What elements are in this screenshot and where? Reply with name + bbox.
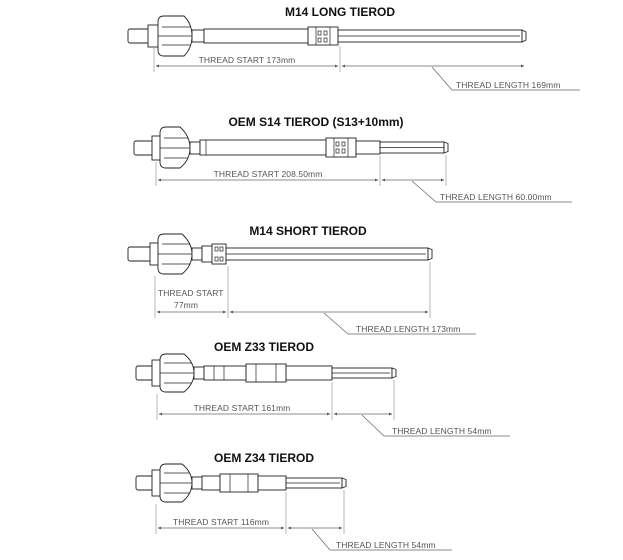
- thread-length-leader: [431, 66, 580, 91]
- wrench-flats: [307, 26, 339, 46]
- tierod-oem-z33: OEM Z33 TIEROD THREAD START 161mm: [135, 340, 510, 437]
- thread-length-leader: [311, 528, 452, 551]
- inner-shaft: [201, 475, 221, 491]
- thread-length-label: THREAD LENGTH 169mm: [456, 80, 560, 90]
- shaft-tip: [443, 141, 449, 154]
- thread-length-leader: [361, 414, 510, 437]
- thread-length-label: THREAD LENGTH 54mm: [392, 426, 492, 436]
- tierod-title: OEM Z34 TIEROD: [214, 451, 314, 465]
- outer-shaft: [285, 365, 333, 381]
- neck: [191, 476, 203, 490]
- shaft-tip: [521, 29, 527, 43]
- outer-shaft: [355, 140, 381, 155]
- neck: [189, 141, 201, 155]
- thread-start-label: THREAD START 173mm: [199, 55, 296, 65]
- wrench-flats: [219, 473, 259, 493]
- neck: [193, 366, 205, 380]
- tierod-drawing: [135, 353, 397, 393]
- neck: [191, 29, 205, 43]
- wrench-flats: [245, 363, 287, 383]
- thread-length-leader: [323, 312, 476, 335]
- inner-shaft: [203, 28, 309, 44]
- thread-length-label: THREAD LENGTH 54mm: [336, 540, 436, 550]
- inner-shaft: [203, 365, 247, 381]
- thread-start-label: THREAD START 208.50mm: [214, 169, 323, 179]
- thread-start-label-line1: THREAD START: [158, 288, 224, 298]
- collar: [201, 245, 213, 263]
- shaft-tip: [427, 247, 433, 261]
- tierod-drawing: [127, 233, 433, 275]
- tierod-drawing: [135, 463, 347, 503]
- thread-start-label: THREAD START 161mm: [194, 403, 291, 413]
- tierod-title: OEM Z33 TIEROD: [214, 340, 314, 354]
- shaft-tip: [341, 477, 347, 489]
- thread-start-label: THREAD START 116mm: [173, 517, 269, 527]
- thread-length-leader: [411, 180, 572, 203]
- tierod-oem-s14: OEM S14 TIEROD (S13+10mm): [133, 115, 572, 203]
- ball-joint-housing: [159, 126, 191, 169]
- thread-start-label-line2: 77mm: [174, 300, 198, 310]
- tierod-m14-long: M14 LONG TIEROD: [127, 5, 580, 91]
- tierod-oem-z34: OEM Z34 TIEROD THREAD START 116mm THREAD…: [135, 451, 452, 551]
- tierod-m14-short: M14 SHORT TIEROD THREAD START 77mm T: [127, 224, 476, 335]
- tierod-title: OEM S14 TIEROD (S13+10mm): [228, 115, 403, 129]
- tierod-drawing: [127, 15, 527, 57]
- tierod-drawing: [133, 126, 449, 169]
- inner-shaft: [199, 139, 327, 156]
- wrench-flats: [211, 243, 227, 265]
- shaft-tip: [391, 367, 397, 379]
- wrench-flats: [325, 137, 357, 158]
- thread-length-label: THREAD LENGTH 60.00mm: [440, 192, 552, 202]
- outer-shaft: [257, 475, 287, 491]
- neck: [191, 247, 203, 261]
- thread-length-label: THREAD LENGTH 173mm: [356, 324, 460, 334]
- tierod-title: M14 SHORT TIEROD: [249, 224, 367, 238]
- tierod-title: M14 LONG TIEROD: [285, 5, 395, 19]
